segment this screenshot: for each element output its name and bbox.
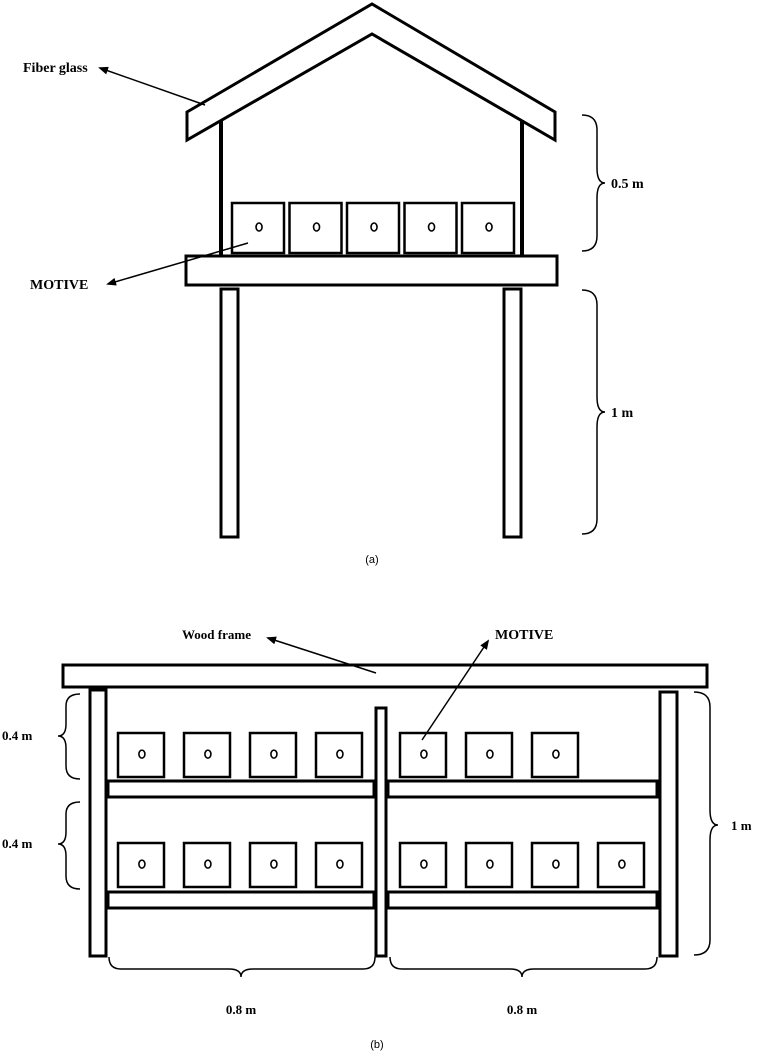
motive-box: [182, 731, 232, 779]
shelf-lower-left: [106, 890, 376, 910]
post-middle: [374, 706, 388, 958]
caption-a: (a): [365, 554, 378, 566]
motive-hole: [370, 222, 378, 232]
motive-box: [530, 731, 580, 779]
motive-hole: [336, 859, 344, 869]
motive-hole: [312, 222, 321, 232]
motive-hole: [420, 749, 428, 759]
arrow-motive-a: [106, 242, 249, 286]
diagram-a: Fiber glass MOTIVE 0.5 m 1 m (a): [23, 2, 644, 566]
brace-total-height: [693, 691, 719, 956]
brace-lower: [581, 289, 606, 535]
dim-left-width: 0.8 m: [226, 1002, 257, 1017]
dim-right-width: 0.8 m: [507, 1002, 538, 1017]
motive-box-frame: [288, 201, 343, 255]
platform: [184, 254, 559, 287]
motive-hole: [552, 859, 560, 869]
motive-box: [460, 201, 516, 255]
dim-lower: 1 m: [611, 406, 634, 421]
motive-hole: [618, 859, 626, 869]
post-left: [88, 688, 108, 958]
shelf-upper-left: [106, 779, 376, 799]
motive-hole: [552, 749, 560, 759]
motive-hole: [255, 222, 263, 232]
motive-hole: [138, 859, 146, 869]
motive-box: [248, 841, 298, 889]
label-wood-frame: Wood frame: [182, 627, 251, 642]
motive-box-frame: [314, 841, 364, 889]
brace-left-width: [108, 956, 376, 978]
dim-shelf-bottom: 0.4 m: [2, 836, 33, 851]
roof-fiber-glass: [185, 2, 557, 143]
motive-hole: [336, 749, 344, 759]
motive-box: [314, 841, 364, 889]
motive-box: [116, 841, 166, 889]
motive-box: [288, 201, 343, 255]
motive-box: [230, 201, 286, 255]
dim-total-height: 1 m: [731, 818, 752, 833]
leg-left: [219, 287, 240, 539]
motive-box-frame: [464, 731, 514, 779]
motive-box-frame: [398, 841, 448, 889]
arrow-fiber-glass: [98, 66, 206, 106]
motive-box: [116, 731, 166, 779]
motive-hole: [270, 859, 278, 869]
motive-box-frame: [182, 841, 232, 889]
brace-shelf-bottom: [57, 801, 81, 890]
motive-box-frame: [398, 731, 448, 779]
motive-box: [314, 731, 364, 779]
motive-box: [530, 841, 580, 889]
brace-shelf-top: [57, 693, 81, 780]
motive-hole: [427, 222, 436, 232]
motive-box: [345, 201, 401, 255]
motive-hole: [486, 749, 494, 759]
motive-box: [464, 731, 514, 779]
caption-b: (b): [370, 1039, 383, 1051]
arrow-motive-b: [421, 639, 490, 741]
shelf-upper-right: [386, 779, 659, 799]
label-motive-b: MOTIVE: [495, 628, 553, 643]
motive-box: [596, 841, 646, 889]
motive-box: [398, 841, 448, 889]
leg-right: [502, 287, 523, 539]
motive-hole: [204, 859, 212, 869]
dim-upper: 0.5 m: [611, 177, 644, 192]
motive-box: [182, 841, 232, 889]
label-fiber-glass: Fiber glass: [23, 61, 88, 76]
brace-upper: [581, 114, 606, 252]
motive-hole: [486, 859, 494, 869]
motive-box-grid: [116, 731, 646, 889]
motive-box-row: [230, 201, 516, 255]
diagram-b: Wood frame MOTIVE 0.4 m 0.4 m 1 m 0.8 m …: [2, 627, 752, 1051]
motive-box: [398, 731, 448, 779]
motive-hole: [138, 749, 146, 759]
motive-hole: [270, 749, 278, 759]
brace-right-width: [389, 956, 658, 978]
shelf-lower-right: [386, 890, 659, 910]
label-motive-a: MOTIVE: [30, 278, 88, 293]
motive-box: [464, 841, 514, 889]
motive-box: [248, 731, 298, 779]
motive-hole: [204, 749, 212, 759]
wood-frame-board: [61, 663, 709, 689]
arrow-wood-frame: [266, 636, 377, 674]
motive-box: [403, 201, 458, 255]
motive-hole: [485, 222, 493, 232]
post-right: [658, 690, 679, 958]
motive-hole: [420, 859, 428, 869]
dim-shelf-top: 0.4 m: [2, 728, 33, 743]
